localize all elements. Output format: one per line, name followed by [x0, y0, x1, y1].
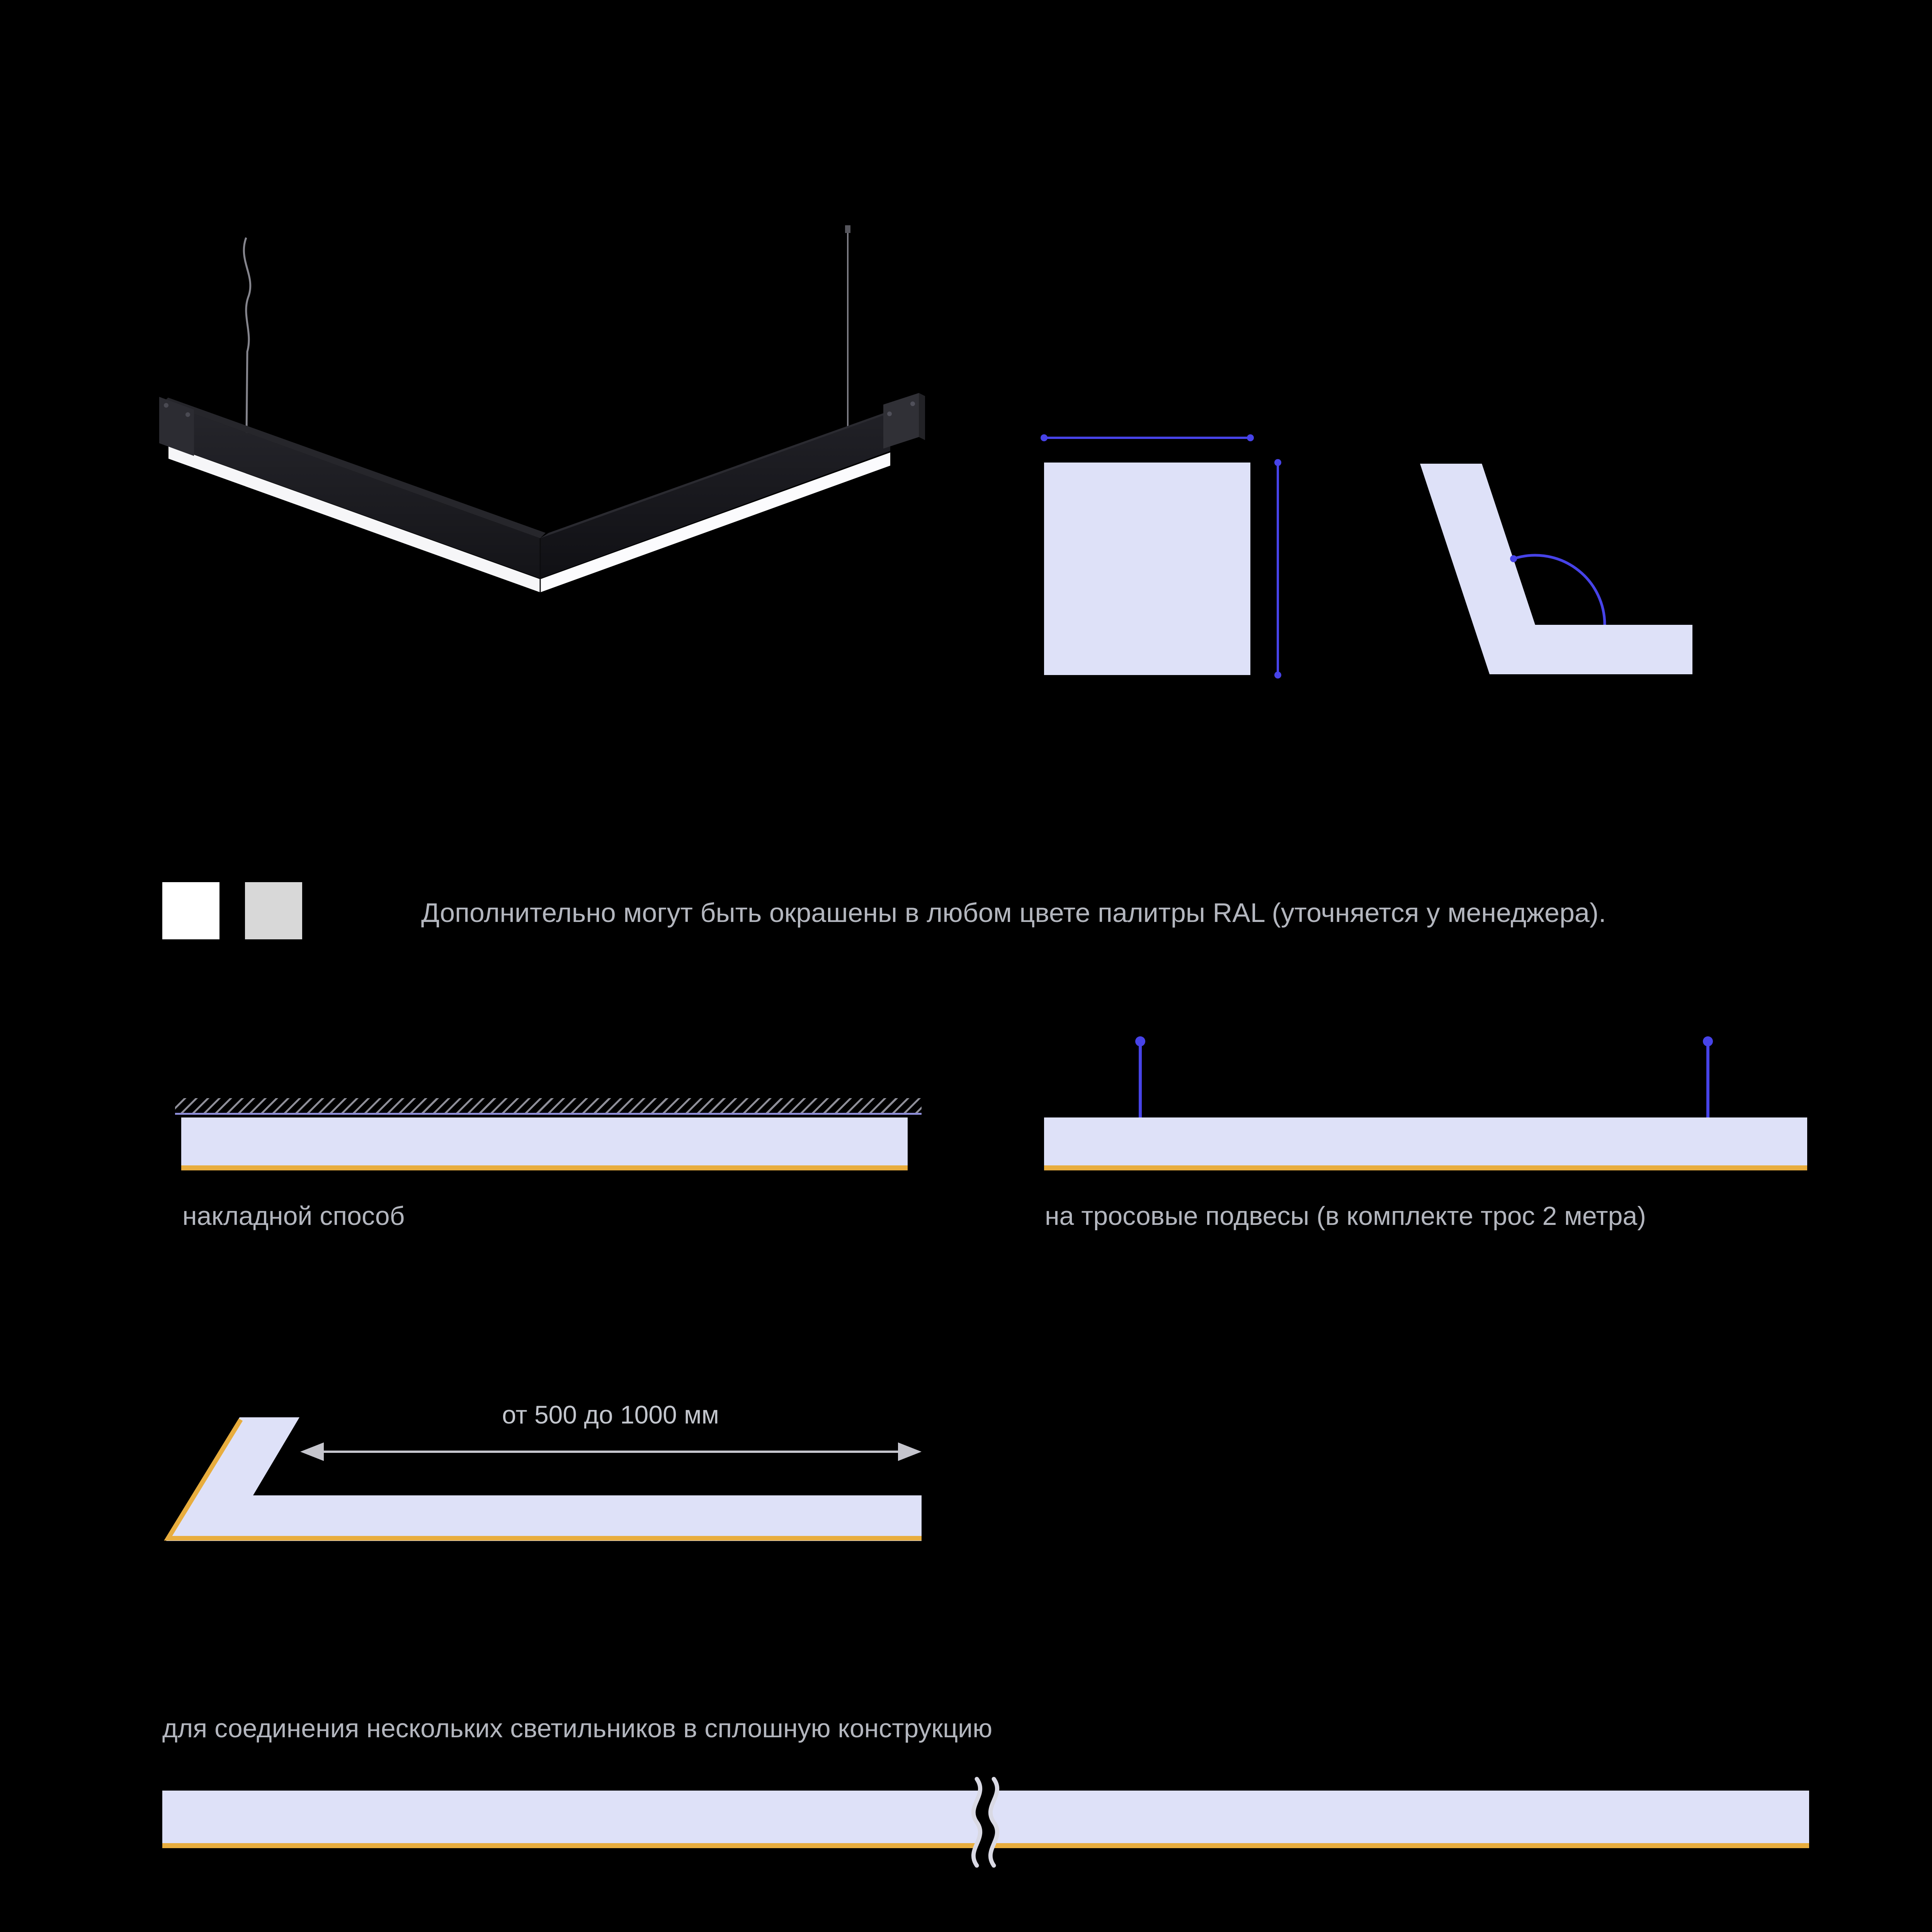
dimension-endpoint-icon	[1274, 672, 1281, 679]
profile-front-view	[1044, 463, 1250, 675]
fixture-right-arm-top	[540, 408, 899, 538]
cable-anchor-icon	[845, 225, 850, 233]
suspension-wire-dot-icon	[1703, 1036, 1713, 1046]
connection-label: для соединения нескольких светильников в…	[162, 1714, 993, 1743]
profile-dimension-diagram	[1041, 434, 1692, 679]
ral-note: Дополнительно могут быть окрашены в любо…	[421, 898, 1606, 928]
length-arrow	[300, 1442, 922, 1461]
fixture-diffuser-right	[540, 452, 890, 592]
cable-mount-bar	[1044, 1117, 1807, 1170]
endcap-screw-icon	[887, 412, 892, 416]
fixture-endcap-right	[883, 393, 919, 449]
fixture-diffuser-left	[168, 446, 540, 592]
fixture-right-arm	[540, 413, 890, 578]
suspension-wire	[1706, 1045, 1709, 1117]
suspension-wire	[1139, 1045, 1142, 1117]
surface-mount-label: накладной способ	[182, 1201, 405, 1231]
endcap-screw-icon	[164, 403, 168, 408]
dimension-endpoint-icon	[1041, 434, 1048, 441]
color-swatch-gray	[245, 882, 302, 939]
pendant-fixture-photo	[159, 225, 925, 592]
break-symbol-icon	[971, 1776, 1000, 1869]
ceiling-hatch	[175, 1098, 922, 1115]
gold-edge	[164, 1418, 922, 1541]
fixture-left-arm	[163, 403, 540, 578]
endcap-screw-icon	[910, 401, 915, 406]
suspension-wire-dot-icon	[1135, 1036, 1145, 1046]
angled-luminaire-profile	[166, 1417, 922, 1541]
dimension-endpoint-icon	[1274, 459, 1281, 466]
fixture-endcap-right-side	[919, 393, 925, 440]
cable-mount-label: на тросовые подвесы (в комплекте трос 2 …	[1045, 1201, 1646, 1231]
endcap-screw-icon	[185, 412, 190, 417]
profile-side-view	[1420, 464, 1692, 674]
surface-mount-bar	[181, 1117, 908, 1170]
fixture-left-arm-top	[163, 398, 546, 538]
length-range-diagram	[164, 1417, 922, 1541]
fixture-endcap-left	[159, 397, 194, 456]
dimension-endpoint-icon	[1247, 434, 1254, 441]
color-swatch-white	[162, 882, 219, 939]
length-range-label: от 500 до 1000 мм	[502, 1400, 719, 1429]
suspension-cable-left-icon	[243, 237, 252, 434]
angle-arc	[1513, 554, 1606, 625]
angle-arc-endpoint-icon	[1510, 555, 1517, 562]
